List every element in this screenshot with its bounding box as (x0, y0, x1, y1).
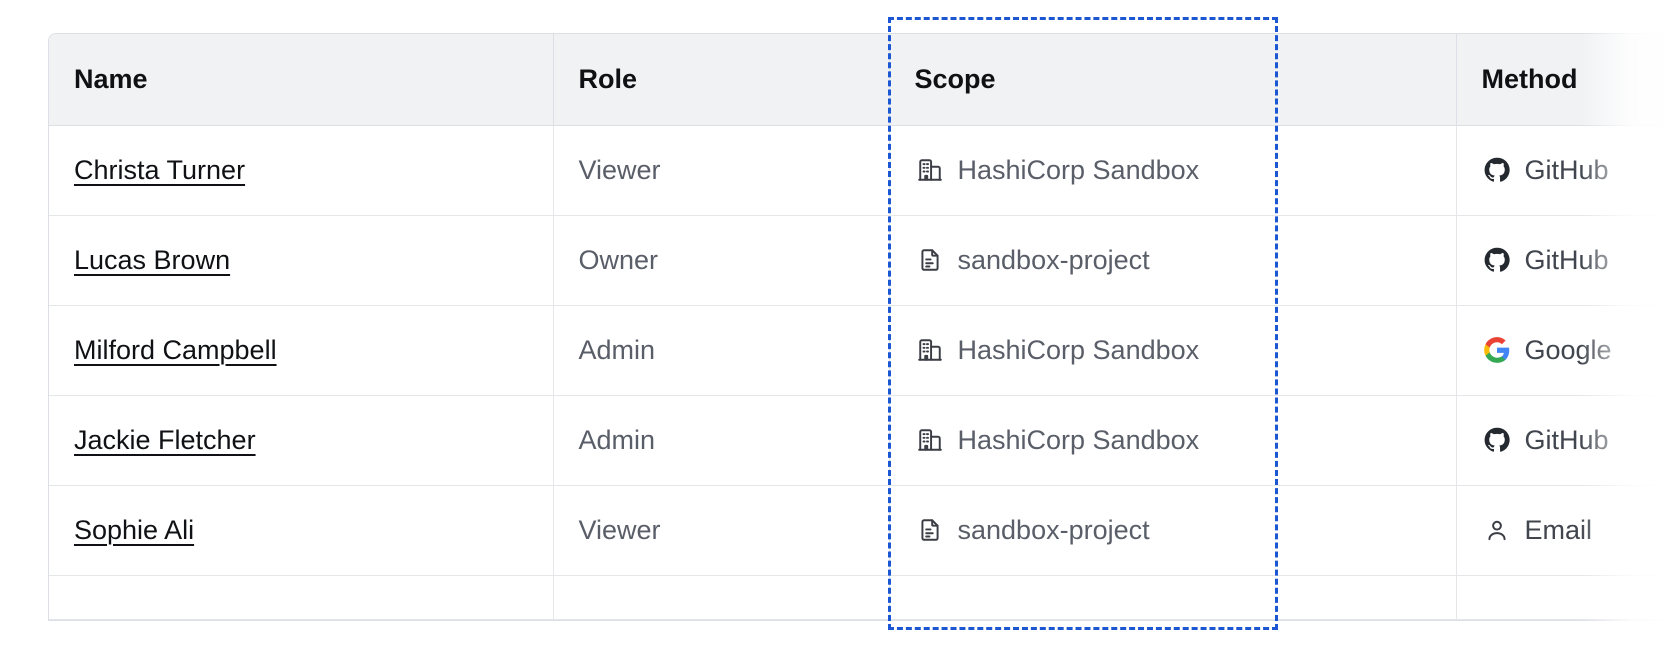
table-header-row: Name Role Scope Method (49, 34, 1672, 126)
method-label: Email (1524, 514, 1593, 545)
table-body: Christa Turner Viewer (49, 125, 1672, 620)
method-label: Google (1524, 334, 1612, 365)
access-table-card: Name Role Scope Method Christa Turner Vi… (48, 33, 1672, 621)
column-header-method[interactable]: Method (1456, 34, 1672, 126)
method-label: GitHub (1524, 244, 1609, 275)
github-icon (1482, 155, 1512, 185)
scope-label: HashiCorp Sandbox (957, 424, 1200, 455)
cell-name: Lucas Brown (49, 215, 554, 306)
scope-label: HashiCorp Sandbox (957, 334, 1200, 365)
organization-icon (915, 335, 945, 365)
cell-role: Viewer (553, 125, 890, 216)
email-user-icon (1482, 515, 1512, 545)
method-label: GitHub (1524, 154, 1609, 185)
cell-method: GitHub (1456, 215, 1672, 306)
user-name-link[interactable]: Milford Campbell (74, 334, 277, 365)
column-header-scope[interactable]: Scope (889, 34, 1457, 126)
cell-method (1456, 575, 1672, 620)
table-row: Lucas Brown Owner sa (49, 215, 1672, 306)
cell-name (49, 575, 554, 620)
access-table: Name Role Scope Method Christa Turner Vi… (49, 34, 1672, 620)
scope-label: sandbox-project (957, 244, 1150, 275)
cell-role: Viewer (553, 485, 890, 576)
cell-name: Milford Campbell (49, 305, 554, 396)
table-header: Name Role Scope Method (49, 34, 1672, 126)
cell-scope (889, 575, 1457, 620)
column-header-name[interactable]: Name (49, 34, 554, 126)
cell-method: GitHub (1456, 395, 1672, 486)
cell-scope: HashiCorp Sandbox (889, 125, 1457, 216)
google-icon (1482, 335, 1512, 365)
method-label: GitHub (1524, 424, 1609, 455)
table-row-partial (49, 575, 1672, 620)
cell-method: Email (1456, 485, 1672, 576)
cell-scope: sandbox-project (889, 215, 1457, 306)
project-icon (915, 245, 945, 275)
user-name-link[interactable]: Sophie Ali (74, 514, 195, 545)
cell-name: Christa Turner (49, 125, 554, 216)
organization-icon (915, 425, 945, 455)
github-icon (1482, 245, 1512, 275)
table-row: Sophie Ali Viewer sa (49, 485, 1672, 576)
cell-role (553, 575, 890, 620)
cell-name: Jackie Fletcher (49, 395, 554, 486)
cell-name: Sophie Ali (49, 485, 554, 576)
cell-role: Owner (553, 215, 890, 306)
organization-icon (915, 155, 945, 185)
scope-label: HashiCorp Sandbox (957, 154, 1200, 185)
cell-role: Admin (553, 305, 890, 396)
github-icon (1482, 425, 1512, 455)
project-icon (915, 515, 945, 545)
table-row: Christa Turner Viewer (49, 125, 1672, 216)
cell-scope: HashiCorp Sandbox (889, 305, 1457, 396)
column-header-role[interactable]: Role (553, 34, 890, 126)
cell-scope: sandbox-project (889, 485, 1457, 576)
cell-role: Admin (553, 395, 890, 486)
user-name-link[interactable]: Christa Turner (74, 154, 246, 185)
cell-method: Google (1456, 305, 1672, 396)
table-row: Jackie Fletcher Admin (49, 395, 1672, 486)
table-row: Milford Campbell Admin (49, 305, 1672, 396)
user-name-link[interactable]: Jackie Fletcher (74, 424, 256, 455)
cell-method: GitHub (1456, 125, 1672, 216)
user-name-link[interactable]: Lucas Brown (74, 244, 231, 275)
scope-label: sandbox-project (957, 514, 1150, 545)
cell-scope: HashiCorp Sandbox (889, 395, 1457, 486)
